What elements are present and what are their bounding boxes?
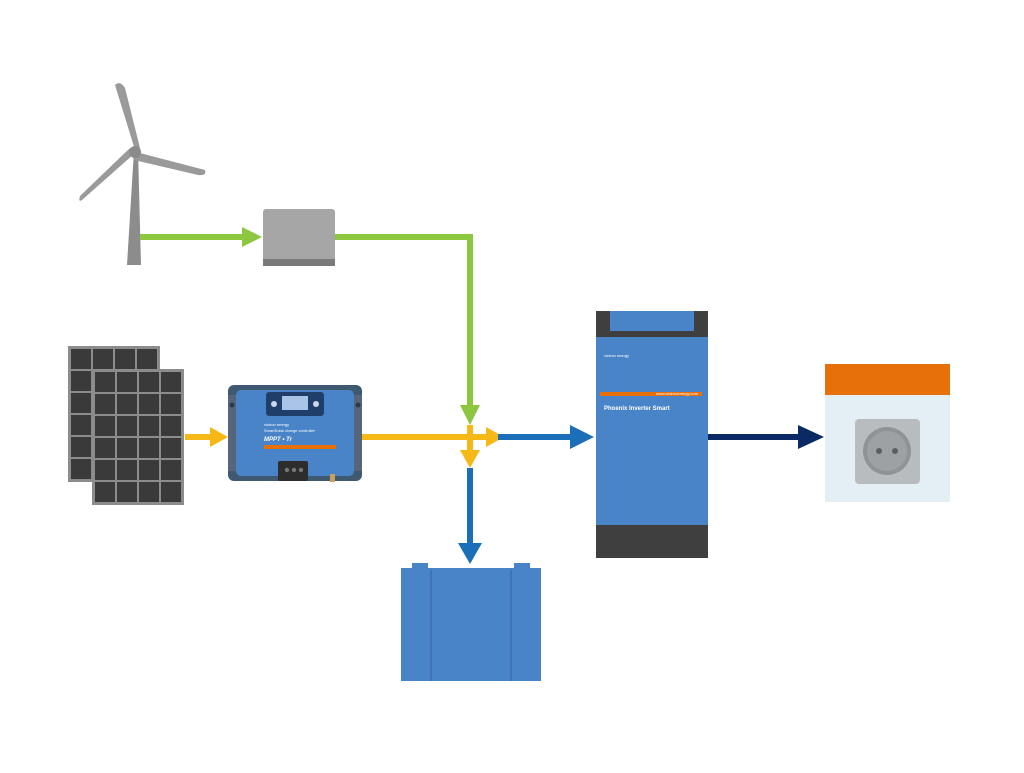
inverter-brand-label: victron energy bbox=[604, 353, 629, 358]
wind-flow-arrows bbox=[140, 227, 480, 425]
solar-cell bbox=[117, 372, 137, 392]
solar-cell bbox=[95, 416, 115, 436]
mppt-controller-icon: victron energy SmartSolar charge control… bbox=[228, 385, 362, 482]
solar-cell bbox=[139, 372, 159, 392]
solar-cell bbox=[117, 416, 137, 436]
inverter-url-label: www.victronenergy.com bbox=[656, 391, 699, 396]
solar-cell bbox=[93, 349, 113, 369]
solar-cell bbox=[115, 349, 135, 369]
inverter-name-label: Phoenix Inverter Smart bbox=[604, 406, 670, 412]
solar-flow-arrows bbox=[185, 425, 504, 468]
solar-cell bbox=[117, 482, 137, 502]
solar-cell bbox=[161, 394, 181, 414]
solar-cell bbox=[117, 438, 137, 458]
battery-icon bbox=[401, 563, 541, 681]
ac-flow-arrow bbox=[708, 425, 824, 449]
wind-controller-icon bbox=[263, 209, 335, 266]
solar-cell bbox=[71, 459, 91, 479]
solar-cell bbox=[95, 372, 115, 392]
solar-cell bbox=[161, 438, 181, 458]
solar-cell bbox=[139, 438, 159, 458]
mppt-line2-label: MPPT • Tr bbox=[264, 437, 293, 443]
solar-cell bbox=[139, 394, 159, 414]
solar-cell bbox=[139, 482, 159, 502]
battery-flow-arrows bbox=[458, 425, 594, 564]
mppt-brand-label: victron energy bbox=[264, 422, 289, 427]
solar-cell bbox=[117, 460, 137, 480]
solar-cell bbox=[95, 460, 115, 480]
solar-cell bbox=[139, 416, 159, 436]
solar-cell bbox=[71, 371, 91, 391]
solar-cell bbox=[95, 482, 115, 502]
solar-cell bbox=[71, 415, 91, 435]
solar-cell bbox=[71, 393, 91, 413]
solar-cell bbox=[161, 416, 181, 436]
solar-cell bbox=[95, 394, 115, 414]
mppt-line1-label: SmartSolar charge controller bbox=[264, 428, 316, 433]
solar-cell bbox=[161, 460, 181, 480]
solar-cell bbox=[117, 394, 137, 414]
solar-cell bbox=[71, 349, 91, 369]
power-socket-icon bbox=[825, 364, 950, 502]
solar-cell bbox=[137, 349, 157, 369]
solar-cell bbox=[161, 482, 181, 502]
inverter-icon: victron energy www.victronenergy.com Pho… bbox=[596, 311, 708, 558]
wind-turbine-icon bbox=[79, 83, 206, 265]
solar-cell bbox=[95, 438, 115, 458]
solar-panel-icon bbox=[68, 346, 184, 505]
solar-cell bbox=[161, 372, 181, 392]
solar-cell bbox=[139, 460, 159, 480]
solar-cell bbox=[71, 437, 91, 457]
